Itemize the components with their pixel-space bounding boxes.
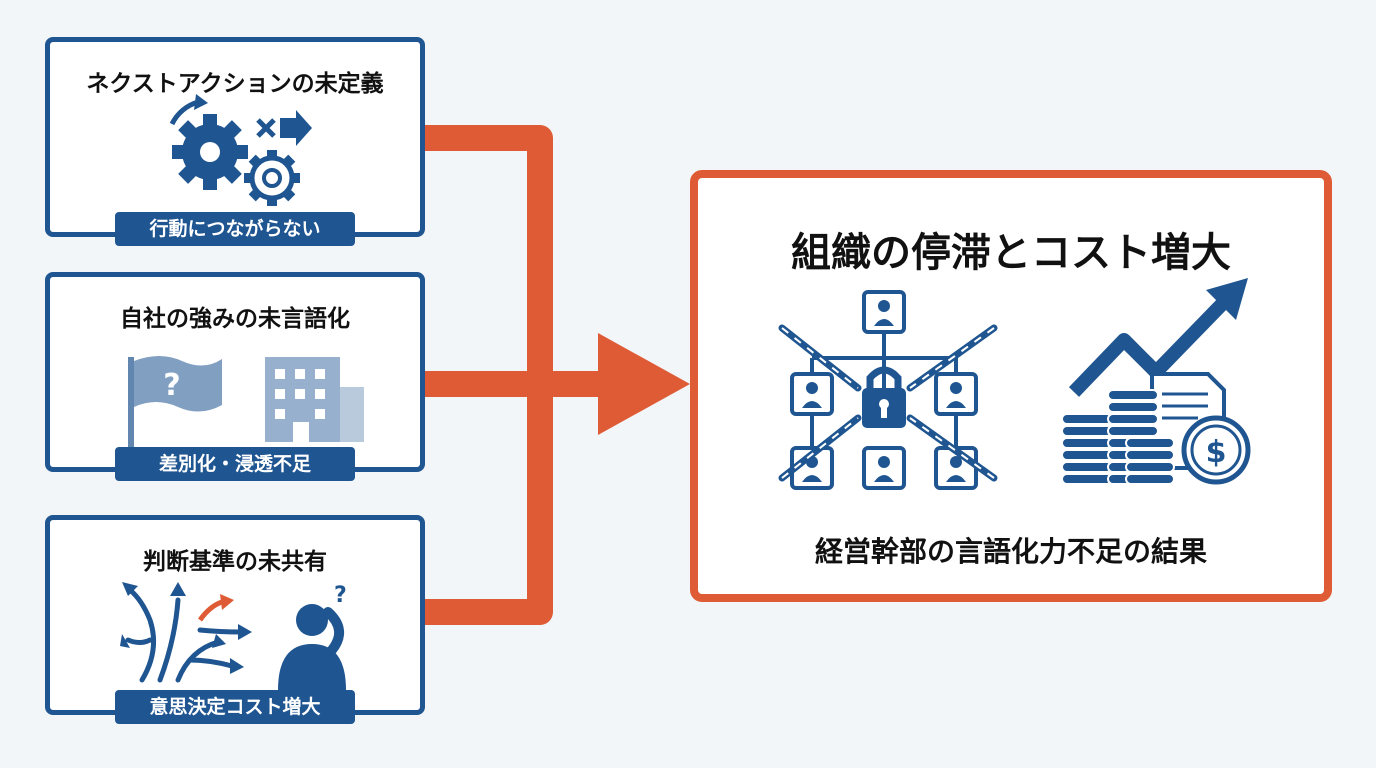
cause-box-strengths: 自社の強みの未言語化 ? 差別化・浸透不足 xyxy=(45,272,425,481)
svg-text:$: $ xyxy=(1206,435,1227,470)
confused-person-icon: ? xyxy=(120,582,347,690)
result-subtitle: 経営幹部の言語化力不足の結果 xyxy=(814,535,1207,568)
cause-title: 判断基準の未共有 xyxy=(143,549,327,575)
gears-icon xyxy=(169,94,312,206)
cause-tag: 意思決定コスト増大 xyxy=(115,690,355,724)
svg-text:?: ? xyxy=(163,368,180,403)
cause-tag: 行動につながらない xyxy=(115,212,355,246)
locked-org-chart-icon xyxy=(778,290,998,490)
rising-cost-icon: $ xyxy=(1061,278,1251,485)
result-title: 組織の停滞とコスト増大 xyxy=(791,230,1231,276)
cause-box-next-action: ネクストアクションの未定義 xyxy=(45,37,425,246)
cause-title: ネクストアクションの未定義 xyxy=(86,71,384,97)
flag-building-icon: ? xyxy=(128,356,364,447)
cause-title: 自社の強みの未言語化 xyxy=(120,306,350,332)
svg-text:?: ? xyxy=(334,583,347,608)
cause-box-criteria: 判断基準の未共有 ? 意思決定コスト増大 xyxy=(45,515,425,724)
result-box: 組織の停滞とコスト増大 xyxy=(690,170,1332,602)
flow-arrow xyxy=(598,333,690,435)
cause-tag: 差別化・浸透不足 xyxy=(115,447,355,481)
